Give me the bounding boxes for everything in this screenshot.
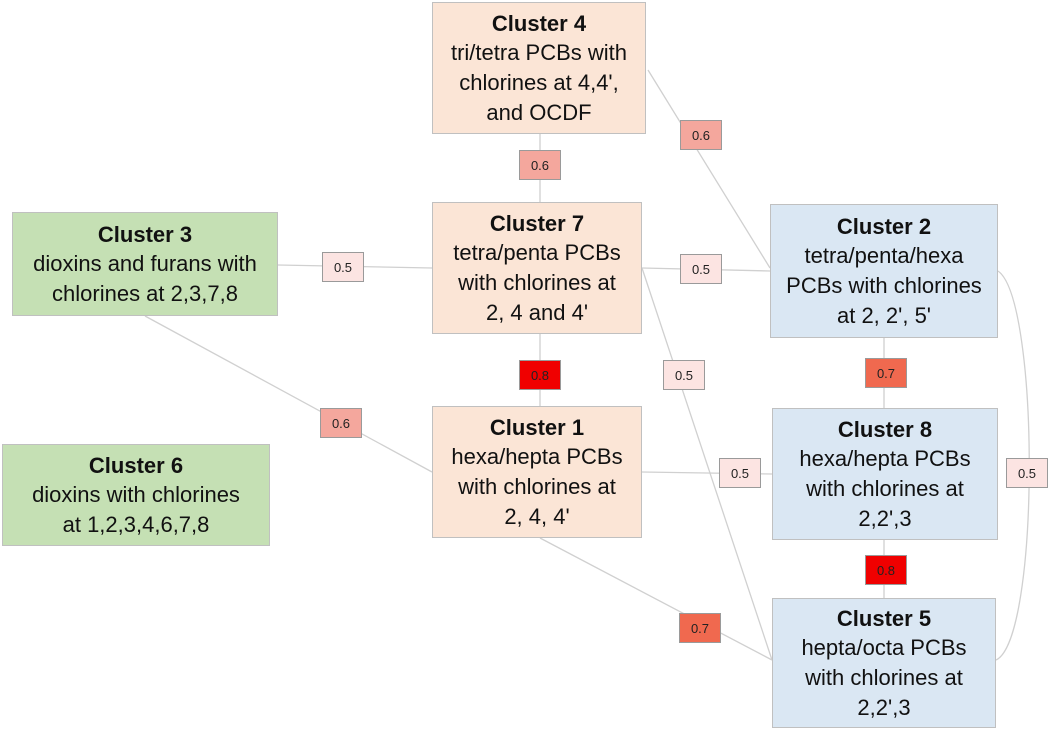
edge-weight-c8-c5: 0.8	[865, 555, 907, 585]
edge-c4-c2	[647, 69, 771, 269]
cluster-6-node: Cluster 6 dioxins with chlorines at 1,2,…	[2, 444, 270, 546]
cluster-3-title: Cluster 3	[97, 221, 193, 247]
cluster-5-description: hepta/octa PCBs with chlorines at 2,2',3	[801, 634, 967, 720]
cluster-7-description: tetra/penta PCBs with chlorines at 2, 4 …	[453, 239, 621, 325]
edge-weight-c1-c5: 0.7	[679, 613, 721, 643]
edge-weight-c7-c2: 0.5	[680, 254, 722, 284]
edge-weight-c7-c5: 0.5	[663, 360, 705, 390]
cluster-6-title: Cluster 6	[88, 452, 184, 478]
edge-weight-c4-c2: 0.6	[680, 120, 722, 150]
cluster-1-node: Cluster 1 hexa/hepta PCBs with chlorines…	[432, 406, 642, 538]
cluster-6-description: dioxins with chlorines at 1,2,3,4,6,7,8	[32, 481, 240, 537]
cluster-7-node: Cluster 7 tetra/penta PCBs with chlorine…	[432, 202, 642, 334]
edge-weight-c2-c5: 0.5	[1006, 458, 1048, 488]
cluster-4-description: tri/tetra PCBs with chlorines at 4,4', a…	[450, 39, 628, 125]
cluster-4-title: Cluster 4	[491, 10, 587, 36]
edge-c3-c1	[144, 315, 433, 473]
cluster-8-description: hexa/hepta PCBs with chlorines at 2,2',3	[799, 445, 971, 531]
edge-weight-c3-c7: 0.5	[322, 252, 364, 282]
edge-weight-c7-c1: 0.8	[519, 360, 561, 390]
edge-weight-c3-c1: 0.6	[320, 408, 362, 438]
cluster-2-description: tetra/penta/hexa PCBs with chlorines at …	[786, 242, 982, 328]
cluster-5-node: Cluster 5 hepta/octa PCBs with chlorines…	[772, 598, 996, 728]
edge-weight-c4-c7: 0.6	[519, 150, 561, 180]
edge-weight-c2-c8: 0.7	[865, 358, 907, 388]
cluster-2-node: Cluster 2 tetra/penta/hexa PCBs with chl…	[770, 204, 998, 338]
edge-c7-c5	[641, 267, 773, 661]
edge-c1-c5	[539, 537, 773, 661]
cluster-7-title: Cluster 7	[489, 210, 585, 236]
cluster-3-node: Cluster 3 dioxins and furans with chlori…	[12, 212, 278, 316]
cluster-3-description: dioxins and furans with chlorines at 2,3…	[33, 250, 257, 306]
cluster-5-title: Cluster 5	[836, 605, 932, 631]
cluster-8-title: Cluster 8	[837, 416, 933, 442]
cluster-8-node: Cluster 8 hexa/hepta PCBs with chlorines…	[772, 408, 998, 540]
cluster-1-title: Cluster 1	[489, 414, 585, 440]
cluster-4-node: Cluster 4 tri/tetra PCBs with chlorines …	[432, 2, 646, 134]
cluster-1-description: hexa/hepta PCBs with chlorines at 2, 4, …	[451, 443, 623, 529]
cluster-2-title: Cluster 2	[836, 213, 932, 239]
edge-weight-c1-c8: 0.5	[719, 458, 761, 488]
